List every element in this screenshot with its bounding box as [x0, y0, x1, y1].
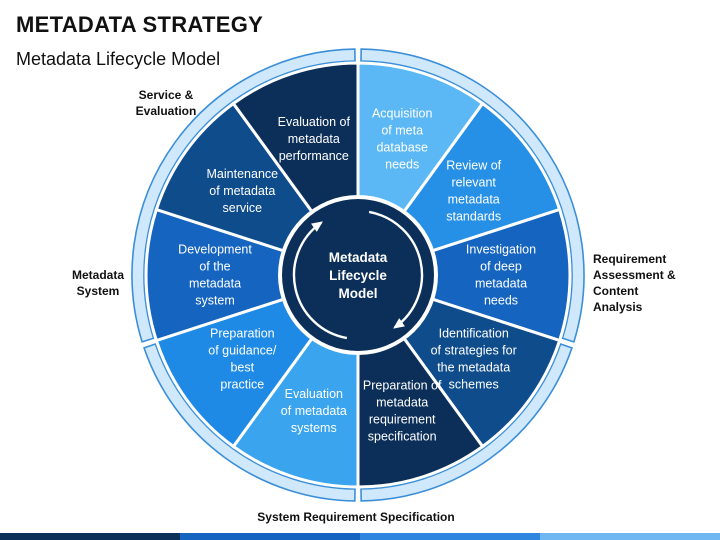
- bottom-bar-segment: [360, 533, 540, 540]
- segment-label: Preparation of guidance/best practice: [208, 327, 277, 392]
- center-label-line: Lifecycle: [329, 268, 387, 283]
- segment-label-line: Preparation: [210, 327, 275, 341]
- outer-ring-arc: [143, 342, 356, 502]
- segment-label-line: needs: [484, 294, 518, 308]
- segment-label-line: service: [223, 201, 263, 215]
- segment-label-line: Evaluation: [285, 387, 343, 401]
- segment-label-line: requirement: [369, 413, 436, 427]
- segment-label-line: practice: [220, 378, 264, 392]
- page-title: METADATA STRATEGY: [16, 12, 264, 37]
- service-evaluation-label: Service & Evaluation: [136, 88, 197, 118]
- bottom-color-bar: [0, 533, 720, 540]
- segment-label: Identification of strategies for the metad…: [431, 327, 517, 392]
- page-subtitle: Metadata Lifecycle Model: [16, 49, 221, 69]
- outer-label-line: System Requirement Specification: [257, 510, 454, 524]
- segment-label-line: of meta: [381, 124, 423, 138]
- segment-label-line: the metadata: [437, 361, 510, 375]
- outer-label-line: Evaluation: [136, 104, 197, 118]
- center-label-line: Model: [339, 286, 378, 301]
- outer-label-line: Service &: [139, 88, 194, 102]
- cycle-arrow-head-icon: [311, 221, 323, 232]
- segment-label-line: of metadata: [281, 404, 347, 418]
- outer-label-line: Metadata: [72, 268, 124, 282]
- segment-label-line: metadata: [475, 277, 527, 291]
- segment-label-line: needs: [385, 158, 419, 172]
- segment-label-line: of the: [199, 260, 230, 274]
- outer-label-line: Requirement: [593, 252, 666, 266]
- segment-label: Evaluation of metadata performance: [278, 115, 351, 163]
- segment-label: Maintenance of metadata service: [207, 167, 279, 215]
- cycle-arrow-head-icon: [393, 318, 405, 329]
- segment-label-line: metadata: [376, 396, 428, 410]
- outer-ring-arc: [360, 48, 585, 343]
- segment-label-line: metadata: [448, 192, 500, 206]
- segment-label-line: Evaluation of: [278, 115, 351, 129]
- segment-label-line: database: [376, 141, 427, 155]
- outer-label-line: Content: [593, 284, 638, 298]
- segment-label-line: Preparation of: [363, 379, 442, 393]
- bottom-bar-segment: [180, 533, 360, 540]
- outer-label-line: Analysis: [593, 300, 643, 314]
- outer-label-line: Assessment &: [593, 268, 676, 282]
- segment-label: Evaluation of metadata systems: [281, 387, 347, 435]
- segment-label-line: metadata: [189, 277, 241, 291]
- outer-ring-group: [131, 48, 585, 502]
- segment-label-line: relevant: [451, 175, 496, 189]
- segment-label-line: Maintenance: [207, 167, 279, 181]
- segment-label-line: Development: [178, 243, 252, 257]
- segment-label-line: metadata: [288, 132, 340, 146]
- outer-ring-arc: [360, 342, 573, 502]
- segment-label-line: Review of: [446, 158, 501, 172]
- outer-ring-arc: [131, 48, 356, 343]
- segment-label-line: of strategies for: [431, 344, 517, 358]
- segment-label-line: schemes: [449, 378, 499, 392]
- segment-label: Development of the metadata system: [178, 243, 252, 308]
- cycle-arrow-arc: [368, 210, 424, 329]
- cycle-arrow-arc: [292, 221, 348, 340]
- segment-label-line: of guidance/: [208, 344, 277, 358]
- segment-label: Acquisition of meta database needs: [372, 107, 432, 172]
- segment-label: Review of relevant metadata standards: [446, 158, 501, 223]
- segment-label-line: Acquisition: [372, 107, 432, 121]
- segment-label-line: of deep: [480, 260, 522, 274]
- outer-label-line: System: [77, 284, 120, 298]
- segment-label-line: Identification: [439, 327, 509, 341]
- center-circle: [282, 199, 434, 351]
- segment-label-line: performance: [279, 149, 349, 163]
- segment-label-line: best: [230, 361, 254, 375]
- segment-label-line: of metadata: [209, 184, 275, 198]
- bottom-bar-segment: [0, 533, 180, 540]
- segment-label-line: specification: [368, 430, 437, 444]
- segment-label-line: standards: [446, 209, 501, 223]
- segment-label: Investigation of deep metadata needs: [466, 243, 536, 308]
- segment-label-line: systems: [291, 421, 337, 435]
- segment-label: Preparation of metadata requirement specifi…: [363, 379, 442, 444]
- segment-label-line: Investigation: [466, 243, 536, 257]
- system-requirement-label: System Requirement Specification: [257, 510, 454, 524]
- bottom-bar-segment: [540, 533, 720, 540]
- center-label-line: Metadata: [329, 250, 388, 265]
- segment-label-line: system: [195, 294, 235, 308]
